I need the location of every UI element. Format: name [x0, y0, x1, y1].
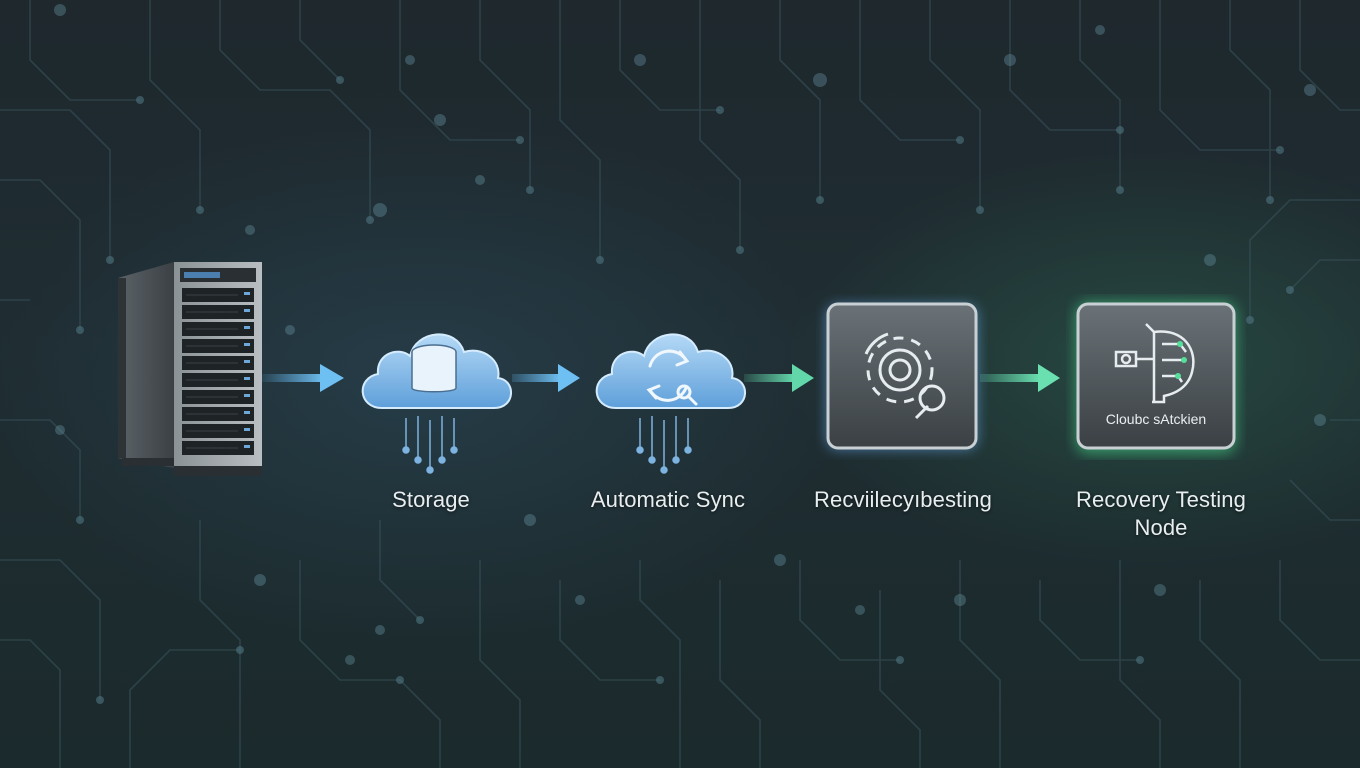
arrow-storage-to-sync [512, 364, 580, 392]
gear-cycle-icon [826, 302, 978, 450]
arrow-sync-to-testing [744, 364, 814, 392]
automatic-sync-label: Automatic Sync [590, 487, 746, 512]
arrow-testing-to-recovery [980, 364, 1060, 392]
brain-circuit-icon [1076, 302, 1236, 454]
recovery-label-line1: Recovery Testing [1076, 487, 1246, 512]
testing-label: Recviilecyıbesting [814, 487, 992, 512]
recovery-box-caption: Cloubc sAtckien [1105, 411, 1207, 427]
database-cloud-icon [361, 333, 512, 474]
storage-label: Storage [392, 487, 470, 512]
recovery-label-line2: Node [1134, 515, 1188, 540]
sync-cloud-icon [595, 333, 746, 474]
arrow-server-to-storage [262, 364, 344, 392]
server-rack-icon [118, 262, 262, 476]
